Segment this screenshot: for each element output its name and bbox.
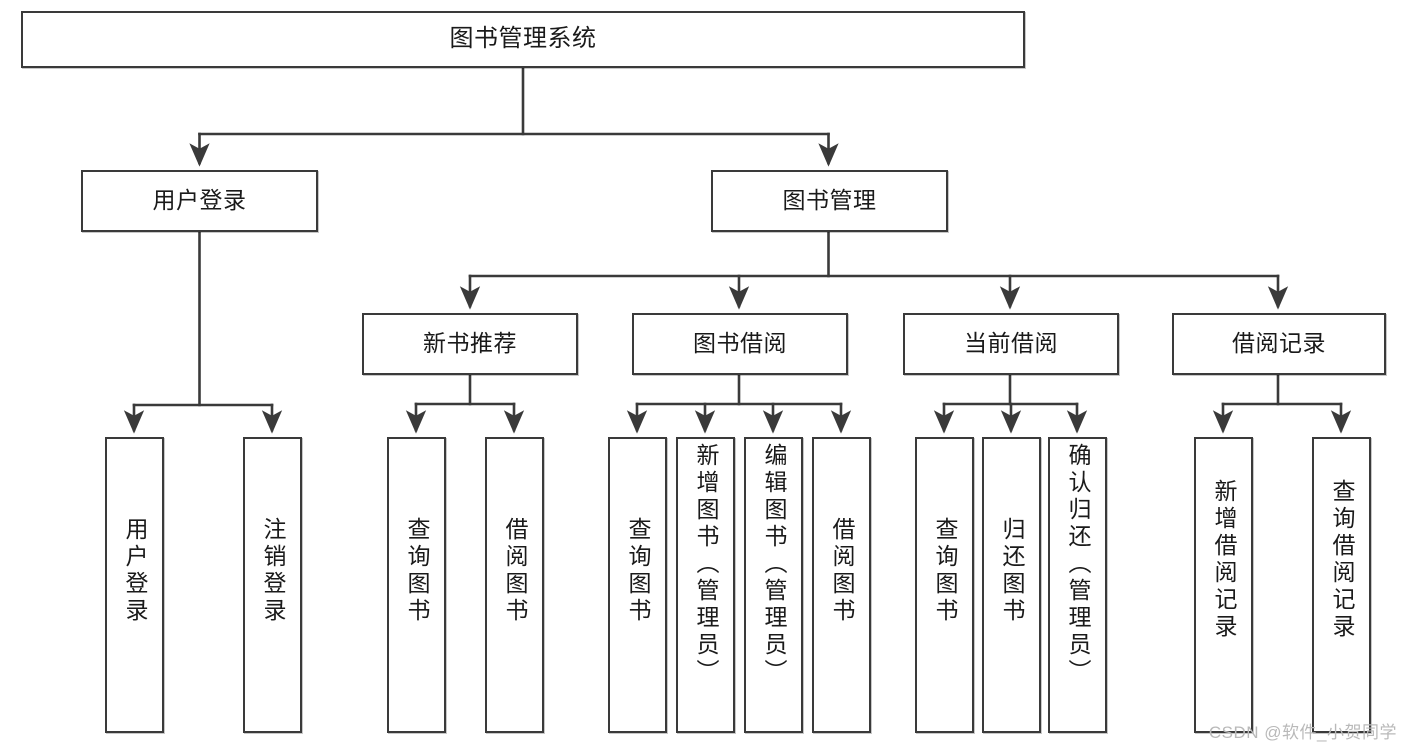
node-borrow-record-label: 借阅记录 — [1232, 330, 1326, 357]
node-book-manage[interactable]: 图书管理 — [711, 170, 948, 232]
leaf-query-book-3-label: 查询图书 — [932, 517, 958, 625]
leaf-confirm-return-label: 确认归还（管理员） — [1065, 443, 1091, 686]
leaf-edit-book-label: 编辑图书（管理员） — [761, 443, 787, 686]
leaf-edit-book[interactable]: 编辑图书（管理员） — [744, 437, 803, 733]
node-user-login[interactable]: 用户登录 — [81, 170, 318, 232]
leaf-add-borrow-record-label: 新增借阅记录 — [1211, 479, 1237, 641]
leaf-confirm-return[interactable]: 确认归还（管理员） — [1048, 437, 1107, 733]
connector-currentborrow-to-leaves — [933, 373, 1088, 434]
node-book-borrow[interactable]: 图书借阅 — [632, 313, 848, 375]
leaf-logout-login[interactable]: 注销登录 — [243, 437, 302, 733]
leaf-user-login[interactable]: 用户登录 — [105, 437, 164, 733]
leaf-query-book-3[interactable]: 查询图书 — [915, 437, 974, 733]
connector-bookborrow-to-leaves — [626, 373, 852, 434]
connector-borrowrecord-to-leaves — [1212, 373, 1352, 434]
node-book-manage-label: 图书管理 — [782, 187, 877, 214]
leaf-user-login-label: 用户登录 — [122, 517, 148, 625]
leaf-add-borrow-record[interactable]: 新增借阅记录 — [1194, 437, 1253, 733]
node-new-book-recommend[interactable]: 新书推荐 — [362, 313, 578, 375]
node-book-borrow-label: 图书借阅 — [693, 330, 787, 357]
connector-newbook-to-leaves — [405, 373, 525, 434]
leaf-borrow-book-2-label: 借阅图书 — [829, 517, 855, 625]
leaf-add-book-label: 新增图书（管理员） — [693, 443, 719, 686]
leaf-query-book-2[interactable]: 查询图书 — [608, 437, 667, 733]
leaf-query-borrow-record-label: 查询借阅记录 — [1329, 479, 1355, 641]
node-current-borrow-label: 当前借阅 — [964, 330, 1058, 357]
connector-root-to-level1 — [189, 66, 839, 167]
leaf-return-book[interactable]: 归还图书 — [982, 437, 1041, 733]
leaf-query-book-2-label: 查询图书 — [625, 517, 651, 625]
node-borrow-record[interactable]: 借阅记录 — [1172, 313, 1386, 375]
node-current-borrow[interactable]: 当前借阅 — [903, 313, 1119, 375]
leaf-borrow-book-2[interactable]: 借阅图书 — [812, 437, 871, 733]
leaf-borrow-book-1-label: 借阅图书 — [502, 517, 528, 625]
leaf-borrow-book-1[interactable]: 借阅图书 — [485, 437, 544, 733]
leaf-query-book-1[interactable]: 查询图书 — [387, 437, 446, 733]
leaf-logout-login-label: 注销登录 — [260, 517, 286, 625]
leaf-return-book-label: 归还图书 — [999, 517, 1025, 625]
connector-userlogin-to-leaves — [123, 230, 283, 434]
connector-bookmanage-to-level2 — [459, 230, 1289, 310]
leaf-add-book[interactable]: 新增图书（管理员） — [676, 437, 735, 733]
leaf-query-borrow-record[interactable]: 查询借阅记录 — [1312, 437, 1371, 733]
node-root-system[interactable]: 图书管理系统 — [21, 11, 1025, 68]
watermark-text: CSDN @软件_小贺同学 — [1208, 723, 1397, 742]
leaf-query-book-1-label: 查询图书 — [404, 517, 430, 625]
node-root-system-label: 图书管理系统 — [449, 25, 597, 53]
node-user-login-label: 用户登录 — [152, 187, 247, 214]
node-new-book-recommend-label: 新书推荐 — [423, 330, 517, 357]
